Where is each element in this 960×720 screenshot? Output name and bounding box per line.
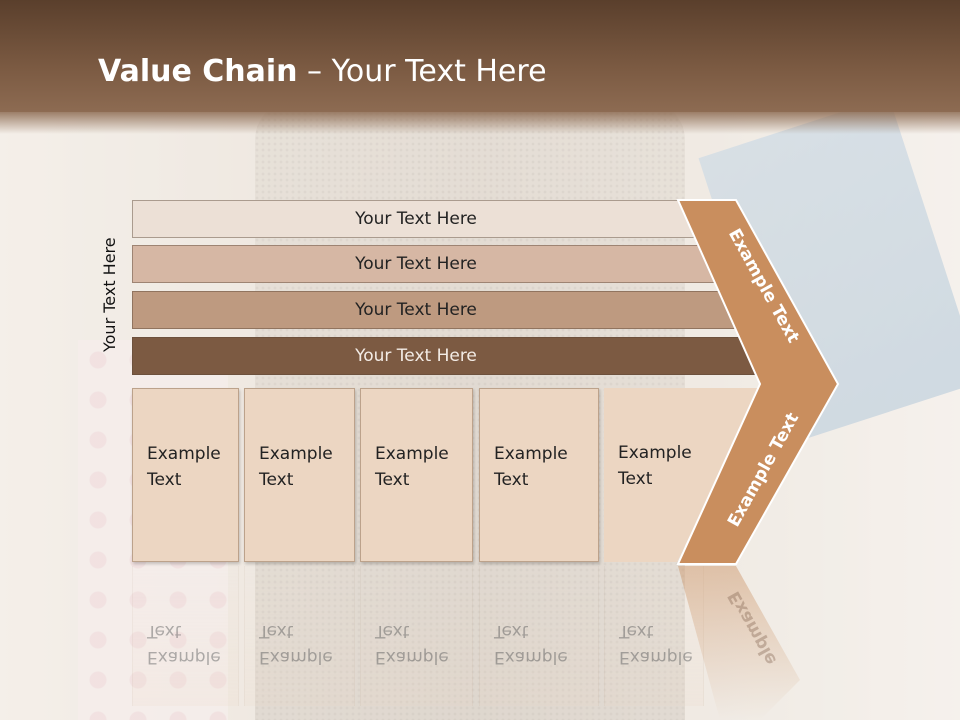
title-rest: – Your Text Here xyxy=(297,54,547,89)
column-2-line2: Text xyxy=(259,470,294,490)
column-4-reflection: Example Text xyxy=(479,566,599,706)
reflection-4-line1: Example xyxy=(494,647,568,667)
column-2-reflection: Example Text xyxy=(244,566,355,706)
reflection-5-line1: Example xyxy=(619,647,693,667)
reflection-2-line1: Example xyxy=(259,647,333,667)
title-bar: Value Chain – Your Text Here xyxy=(0,0,960,134)
slide-title: Value Chain – Your Text Here xyxy=(98,54,547,89)
reflection-1-line2: Text xyxy=(147,621,182,641)
support-bar-2[interactable]: Your Text Here xyxy=(132,245,717,283)
support-bar-4[interactable]: Your Text Here xyxy=(132,337,764,375)
column-3-reflection: Example Text xyxy=(360,566,473,706)
reflection-2-line2: Text xyxy=(259,621,294,641)
column-1-line2: Text xyxy=(147,470,182,490)
support-bar-4-label: Your Text Here xyxy=(355,346,477,366)
column-2-line1: Example xyxy=(259,444,333,464)
column-3-line2: Text xyxy=(375,470,410,490)
support-bar-2-label: Your Text Here xyxy=(355,254,477,274)
column-5-reflection: Example Text xyxy=(604,566,704,706)
column-1-line1: Example xyxy=(147,444,221,464)
support-bar-1-label: Your Text Here xyxy=(355,209,477,229)
title-bold: Value Chain xyxy=(98,54,298,89)
column-1-reflection: Example Text xyxy=(132,566,239,706)
column-5-line1: Example xyxy=(618,443,692,463)
side-label: Your Text Here xyxy=(100,237,119,352)
column-4-line2: Text xyxy=(494,470,529,490)
reflection-5-line2: Text xyxy=(619,621,654,641)
support-bar-3-label: Your Text Here xyxy=(355,300,477,320)
reflection-3-line2: Text xyxy=(375,621,410,641)
reflection-3-line1: Example xyxy=(375,647,449,667)
support-bar-3[interactable]: Your Text Here xyxy=(132,291,740,329)
column-3-line1: Example xyxy=(375,444,449,464)
column-4-line1: Example xyxy=(494,444,568,464)
primary-column-4[interactable]: Example Text xyxy=(479,388,599,562)
primary-column-1[interactable]: Example Text xyxy=(132,388,239,562)
support-bar-1[interactable]: Your Text Here xyxy=(132,200,694,238)
reflection-1-line1: Example xyxy=(147,647,221,667)
primary-column-3[interactable]: Example Text xyxy=(360,388,473,562)
reflection-4-line2: Text xyxy=(494,621,529,641)
column-5-line2: Text xyxy=(618,469,653,489)
primary-column-2[interactable]: Example Text xyxy=(244,388,355,562)
